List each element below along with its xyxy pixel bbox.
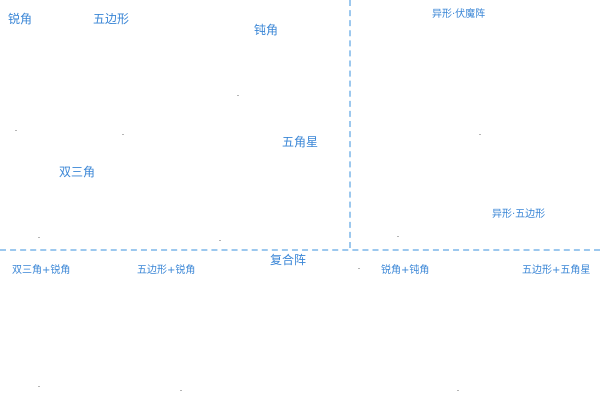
formation-composite[interactable]: 复合阵 [270,253,307,267]
marker-dot [15,130,17,131]
marker-dot [358,268,360,269]
marker-dot [38,237,40,238]
horizontal-divider [0,249,600,251]
vertical-divider [349,0,351,248]
formation-pentagon-sharp[interactable]: 五边形+锐角 [137,265,196,276]
formation-irregular-pentagon[interactable]: 异形·五边形 [492,209,546,220]
formation-five-point-star[interactable]: 五角星 [282,135,319,149]
marker-dot [180,390,182,391]
formation-double-triangle-sharp[interactable]: 双三角+锐角 [12,265,71,276]
formation-sharp-obtuse[interactable]: 锐角+钝角 [381,265,430,276]
formation-irregular-ambush[interactable]: 异形·伏魔阵 [432,9,486,20]
marker-dot [237,95,239,96]
formation-obtuse-angle[interactable]: 钝角 [254,23,279,37]
marker-dot [219,240,221,241]
formation-double-triangle[interactable]: 双三角 [59,165,96,179]
formation-pentagon[interactable]: 五边形 [93,12,130,26]
formation-pentagon-star[interactable]: 五边形+五角星 [522,265,591,276]
marker-dot [457,390,459,391]
marker-dot [397,236,399,237]
formation-sharp-angle[interactable]: 锐角 [8,12,33,26]
marker-dot [38,386,40,387]
marker-dot [479,134,481,135]
marker-dot [122,134,124,135]
